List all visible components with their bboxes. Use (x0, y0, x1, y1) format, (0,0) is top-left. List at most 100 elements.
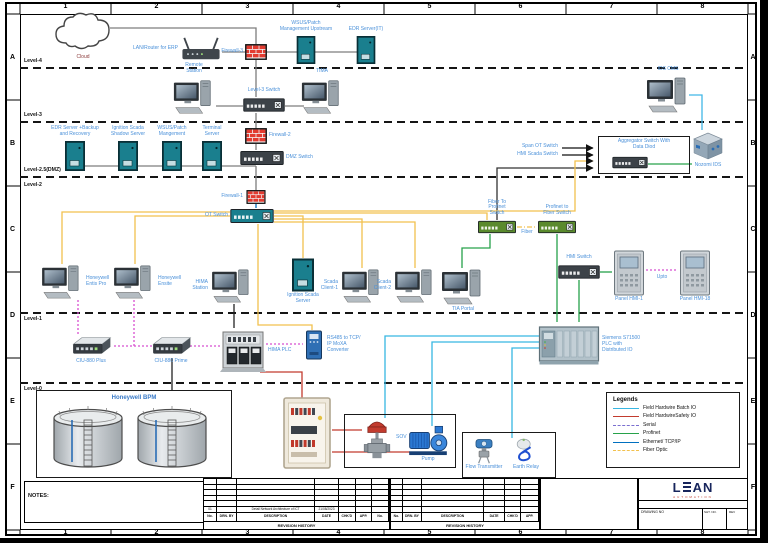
computer-icon (172, 78, 216, 116)
ruler-column-bottom-1: 1 (63, 529, 68, 536)
wsus-upstream-server: WSUS/Patch Management Upstream (280, 21, 332, 64)
nozomi-ids-label: Nozomi IDS (694, 162, 722, 168)
switch-icon (230, 208, 274, 224)
dmz-switch-label: DMZ Switch (286, 154, 313, 161)
tank-icon (134, 404, 210, 472)
switch-icon (537, 220, 577, 234)
sheet-no-label: SHT. NO. (703, 509, 727, 529)
ot-switch: OT Switch (205, 208, 274, 224)
legend-box: Legends Field Hardwire Batch IO Field Har… (606, 392, 740, 468)
honeywell-ensite-label: Honeywell Ensite (158, 275, 182, 287)
flow-transmitter: Flow Transmitter (466, 438, 502, 470)
ignition-shadow-server: Ignition Scada Shadow Server (111, 126, 145, 171)
server-icon (202, 141, 222, 171)
computer-icon (645, 76, 691, 114)
earth-relay: Earth Relay (512, 438, 540, 470)
earthrelay-icon (512, 438, 540, 464)
tia-portal-label: TIA Portal (452, 306, 474, 312)
dmz-switch: DMZ Switch (240, 150, 313, 166)
ciu-icon (68, 334, 114, 358)
ruler-column-1: 1 (63, 3, 68, 10)
siemens-plc: Siemens S71500 PLC with Distributed IO (538, 322, 640, 368)
tia-portal: TIA Portal (440, 268, 486, 312)
honeywell-entis-pro: Honeywell Entis Pro (40, 264, 109, 300)
level-label-level-0: Level-0 (24, 386, 42, 392)
ruler-column-bottom-4: 4 (336, 529, 341, 536)
drawing-no-label: DRAWING NO (639, 509, 703, 529)
flowtx-icon (470, 438, 498, 464)
fiber-to-profinet-switch: Fiber To Profinet Switch (477, 199, 517, 234)
upto-label: Upto (656, 274, 668, 280)
hmi-icon (678, 250, 712, 296)
earth-relay-label: Earth Relay (512, 464, 540, 470)
ruler-row-right-D: D (750, 312, 756, 319)
firewall-icon (245, 128, 267, 144)
legend-item-label: Fiber Optic (643, 446, 668, 453)
legend-item-label: Field HardwireSafety IO (643, 413, 697, 420)
ruler-column-bottom-5: 5 (427, 529, 432, 536)
lean-logo-subtext: AUTOMATION (673, 494, 713, 499)
rev-label: REV (729, 510, 736, 514)
pump: Pump (406, 424, 450, 462)
ids-cms: IDS CMS (645, 66, 691, 114)
legend-swatch (613, 424, 639, 426)
sov-valve-label: SOV (396, 434, 407, 441)
tank-1 (50, 404, 126, 472)
switch-icon (610, 156, 650, 169)
cloud-icon (52, 10, 114, 54)
ids-cms-label: IDS CMS (657, 66, 679, 73)
legend-swatch (613, 408, 639, 409)
legend-title: Legends (613, 397, 638, 403)
legend-swatch (613, 449, 639, 451)
aggregator-switch (610, 156, 650, 169)
computer-icon (300, 78, 344, 116)
hmi-switch: HMI Switch (558, 254, 600, 280)
server-icon (162, 141, 182, 171)
logo-letter: N (702, 479, 714, 495)
notes-box: NOTES: (24, 481, 204, 523)
wsus-dmz-server-label: WSUS/Patch Mangement (157, 125, 187, 138)
ruler-row-A: A (9, 54, 16, 61)
panel-hmi-18-label: Panel HMI-18 (679, 296, 711, 302)
scada-client-1: Scada Client-1 (321, 268, 384, 304)
edr-backup-server-label: EDR Server +Backup and Recovery (51, 125, 99, 138)
ciu-880-plus: CIU-880 Plus (68, 334, 114, 364)
switch-icon (243, 97, 285, 113)
cloud-label: Cloud (76, 54, 90, 60)
moxa-converter: RS485 to TCP/ IP MoXA Converter (303, 330, 361, 360)
ignition-scada-server: Ignition Scada Server (287, 258, 319, 304)
panel-hmi-1-label: Panel HMI-1 (615, 296, 643, 302)
fiber-to-profinet-switch-label: Fiber To Profinet Switch (488, 198, 506, 217)
cloud: Cloud (52, 10, 114, 60)
legend-item: Field HardwireSafety IO (613, 414, 733, 419)
terminal-server: Terminal Server (202, 126, 222, 171)
profinet-to-fiber-switch: Profinet to Fiber Switch (537, 205, 577, 234)
ruler-column-8: 8 (700, 3, 705, 10)
wsus-dmz-server: WSUS/Patch Mangement (157, 126, 187, 171)
legend-item: Ethernet/ TCP/IP (613, 439, 733, 445)
legend-item: Field Hardwire Batch IO (613, 406, 733, 411)
legend-swatch (613, 416, 639, 418)
nozomi-ids: Nozomi IDS (690, 130, 726, 168)
tank-farm-box-label: Honeywell BPM (111, 395, 157, 401)
hmi-switch-label: HMI Switch (566, 254, 592, 261)
edr-backup-server: EDR Server +Backup and Recovery (51, 126, 99, 171)
legend-item-label: Field Hardwire Batch IO (643, 405, 697, 411)
terminal-server-label: Terminal Server (202, 125, 222, 138)
firewall-3-label: Firewall-3 (221, 48, 243, 55)
logo-letter: A (692, 479, 703, 495)
ciu-880-prime: CIU-880 Prime (148, 334, 194, 364)
edr-server-it: EDR Server(IT) (349, 26, 383, 64)
level-3-switch-label: Level-3 Switch (247, 87, 281, 94)
level-label-level-4: Level-4 (24, 58, 42, 64)
switch-icon (558, 264, 600, 280)
panel-hmi-1: Panel HMI-1 (612, 250, 646, 302)
drawing-info-row: DRAWING NO SHT. NO. REV (639, 509, 747, 529)
legend-item-label: Profinet (643, 430, 661, 437)
nozomi-icon (690, 130, 726, 162)
wsus-upstream-server-label: WSUS/Patch Management Upstream (279, 20, 333, 33)
computer-icon (210, 268, 254, 304)
